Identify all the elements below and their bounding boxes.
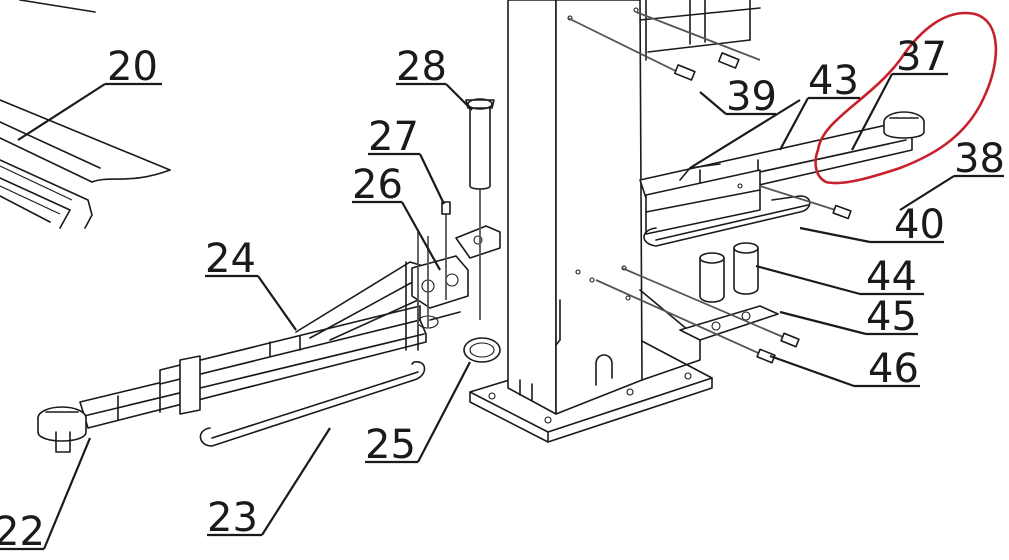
part-label-24: 24 <box>205 236 256 282</box>
part-label-38: 38 <box>954 136 1005 182</box>
bolt-40 <box>759 185 852 220</box>
arm-hinge-assembly <box>411 98 501 363</box>
top-bolts <box>567 11 761 81</box>
part-label-39: 39 <box>726 74 777 120</box>
part-label-28: 28 <box>396 44 447 90</box>
part-label-26: 26 <box>352 162 403 208</box>
part-label-27: 27 <box>368 114 419 160</box>
lift-column <box>469 0 761 443</box>
part-label-25: 25 <box>365 422 416 468</box>
part-label-45: 45 <box>866 294 917 340</box>
part-label-20: 20 <box>107 44 158 90</box>
part-label-22: 22 <box>0 509 45 555</box>
leader-lines <box>0 72 1004 551</box>
highlight-circle-part-37 <box>814 11 998 185</box>
part-label-37: 37 <box>896 34 947 80</box>
part-labels: 20 22 23 24 25 26 27 28 37 38 39 40 43 4… <box>0 34 1005 555</box>
part-label-46: 46 <box>868 346 919 392</box>
part-label-40: 40 <box>894 202 945 248</box>
right-lift-arm <box>639 111 925 247</box>
right-pads <box>595 242 800 364</box>
part-label-43: 43 <box>808 58 859 104</box>
part-label-44: 44 <box>866 254 917 300</box>
runway-rail-part <box>0 0 171 229</box>
part-label-23: 23 <box>207 495 258 541</box>
left-lift-arm <box>37 261 441 453</box>
